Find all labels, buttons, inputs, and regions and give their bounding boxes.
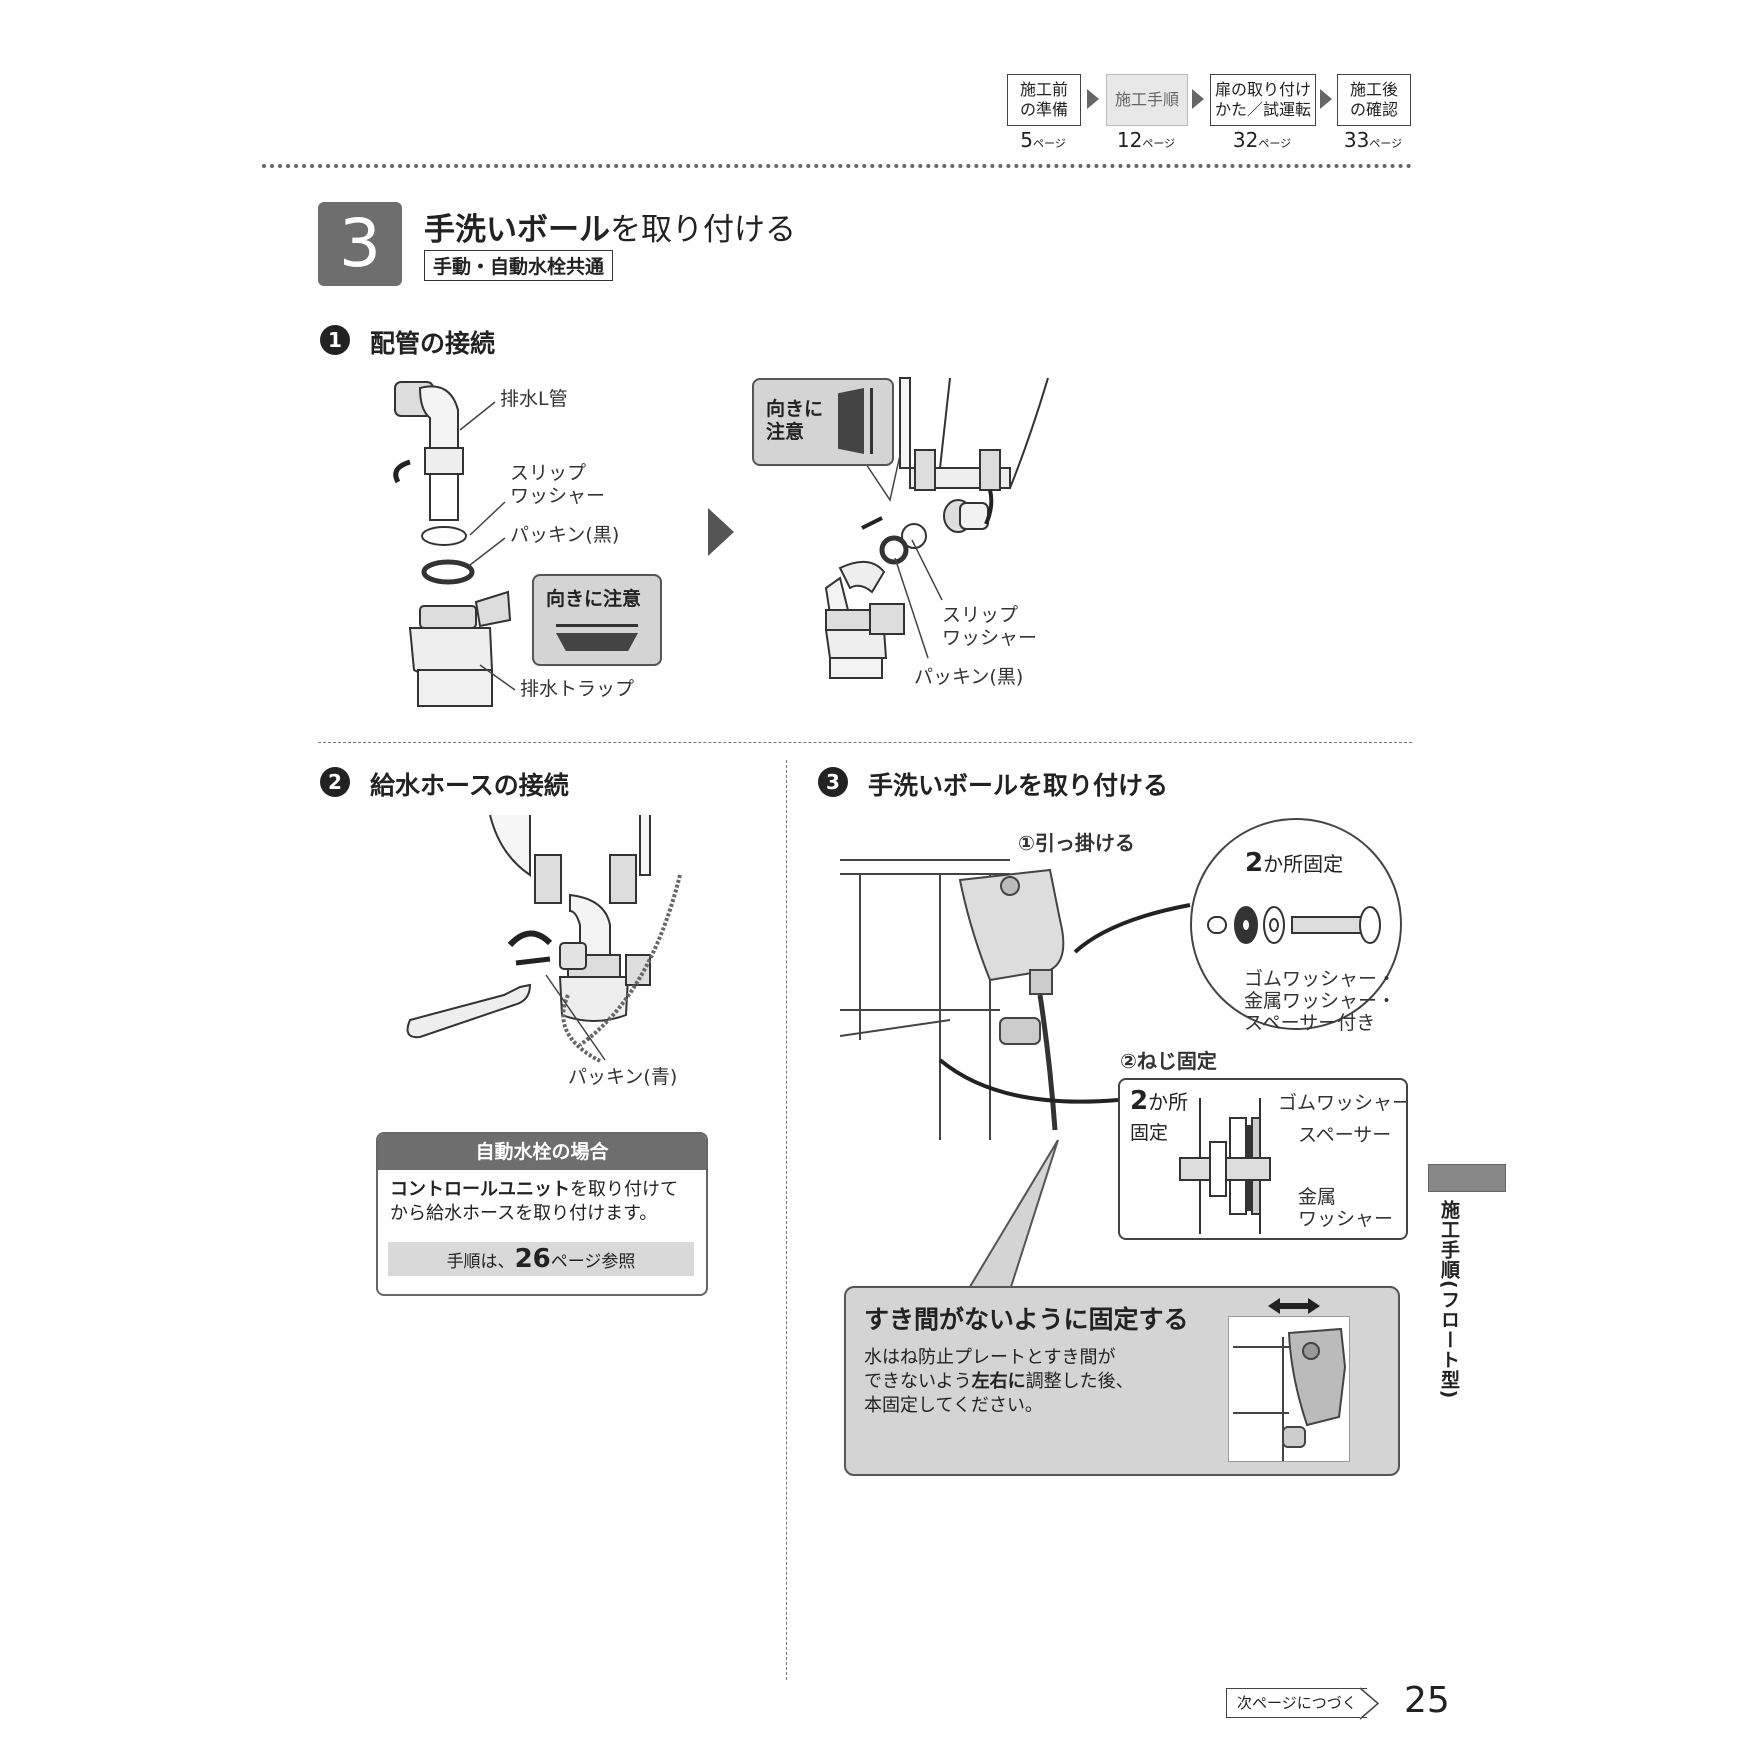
packing-side-icon [838, 388, 864, 454]
label-packing-black: パッキン(黒) [510, 524, 620, 546]
next-chevron-icon [1359, 1687, 1380, 1720]
detail-count: 2か所 [1130, 1086, 1189, 1116]
step1-number: 1 [320, 325, 350, 355]
label-metal-washer: 金属 ワッシャー [1298, 1186, 1394, 1230]
section-subtitle: 手動・自動水栓共通 [424, 250, 614, 281]
label-slip-washer-2: スリップ ワッシャー [942, 604, 1038, 649]
caution-callout: 向きに注意 [532, 574, 662, 666]
water-hose-illustration [406, 814, 682, 1063]
proceed-arrow-icon [708, 508, 734, 556]
pipe-connect-illustration [824, 377, 1049, 679]
section-divider [318, 742, 1412, 743]
adjust-illustration [1228, 1316, 1350, 1462]
auto-faucet-header: 自動水栓の場合 [378, 1134, 706, 1170]
detail-connector-lines [938, 903, 1191, 1104]
auto-faucet-ref: 手順は、26ページ参照 [388, 1242, 694, 1276]
nav-step-label: 施工手順 [1114, 90, 1179, 109]
label-screw-fix: ②ねじ固定 [1120, 1049, 1217, 1073]
packing-orientation-icon [556, 624, 638, 654]
nav-step-label: 扉の取り付け かた／試運転 [1214, 80, 1311, 119]
auto-faucet-body: コントロールユニットを取り付けて から給水ホースを取り付けます。 [390, 1179, 678, 1224]
page-number: 25 [1404, 1680, 1450, 1721]
step3-title: 手洗いボールを取り付ける [868, 771, 1169, 800]
note-pointer [966, 1139, 1059, 1291]
nav-step-procedure[interactable]: 施工手順 [1106, 74, 1188, 126]
step1-title: 配管の接続 [370, 329, 496, 358]
side-tab-label: 施工手順(フロート型) [1438, 1200, 1460, 1400]
nav-page-ref: 32ページ [1232, 128, 1292, 152]
nav-arrow-icon [1320, 89, 1332, 109]
left-right-arrow-icon [1268, 1298, 1320, 1314]
label-spacer: スペーサー [1298, 1124, 1392, 1146]
auto-faucet-note: 自動水栓の場合 コントロールユニットを取り付けて から給水ホースを取り付けます。… [376, 1132, 708, 1296]
nav-page-ref: 33ページ [1343, 128, 1403, 152]
step2-title: 給水ホースの接続 [370, 771, 569, 800]
nav-step-after[interactable]: 施工後 の確認 [1337, 74, 1411, 126]
screw-parts-icon [1207, 906, 1381, 944]
fixing-section-icon [1179, 1098, 1271, 1234]
label-rubber-washer: ゴムワッシャー [1278, 1092, 1408, 1114]
nav-arrow-icon [1192, 89, 1204, 109]
caution-text: 向きに注意 [546, 588, 642, 610]
header-divider [262, 164, 1412, 168]
section-number: 3 [318, 202, 402, 286]
label-packing-black-2: パッキン(黒) [914, 666, 1024, 688]
label-slip-washer: スリップ ワッシャー [510, 462, 606, 507]
step3-number: 3 [818, 767, 848, 797]
nav-step-prep[interactable]: 施工前 の準備 [1007, 74, 1081, 126]
side-tab-marker [1428, 1164, 1506, 1192]
label-leader-lines [459, 401, 516, 691]
drain-parts-illustration [393, 381, 512, 707]
detail-fix: 固定 [1130, 1122, 1169, 1144]
next-page-tag[interactable]: 次ページにつづく [1226, 1688, 1367, 1718]
note-title: すき間がないように固定する [864, 1305, 1189, 1334]
nav-step-label: 施工前 の準備 [1019, 80, 1068, 119]
label-hook: ①引っ掛ける [1018, 831, 1135, 855]
fixing-detail-box: 2か所 固定 ゴムワッシャー スペーサー 金属 ワッシャー [1118, 1078, 1408, 1240]
nav-page-ref: 5ページ [1020, 128, 1066, 152]
rotate-arrow-icon [393, 459, 411, 484]
nav-step-label: 施工後 の確認 [1349, 80, 1398, 119]
cabinet-mount-illustration [839, 859, 1065, 1140]
label-packing-blue: パッキン(青) [568, 1066, 678, 1088]
step2-number: 2 [320, 767, 350, 797]
nav-arrow-icon [1087, 89, 1099, 109]
note-body: 水はね防止プレートとすき間が できないよう左右に調整した後、 本固定してください… [864, 1347, 1134, 1416]
label-leader-lines [859, 454, 943, 659]
column-divider [786, 760, 787, 1680]
fix-gap-note: すき間がないように固定する 水はね防止プレートとすき間が できないよう左右に調整… [844, 1286, 1400, 1476]
caution-text: 向きに 注意 [766, 398, 824, 443]
label-drain-trap: 排水トラップ [520, 678, 635, 700]
caution-callout-2: 向きに 注意 [752, 378, 894, 466]
nav-step-door[interactable]: 扉の取り付け かた／試運転 [1210, 74, 1316, 126]
circle-title: 2か所固定 [1245, 848, 1344, 878]
rotate-arrow-icon [507, 930, 553, 948]
adjust-icon [1233, 1327, 1347, 1461]
section-title: 手洗いボールを取り付ける [424, 212, 796, 248]
circle-caption: ゴムワッシャー・ 金属ワッシャー・ スペーサー付き [1244, 968, 1397, 1034]
nav-page-ref: 12ページ [1116, 128, 1176, 152]
label-l-pipe: 排水L管 [500, 388, 568, 410]
